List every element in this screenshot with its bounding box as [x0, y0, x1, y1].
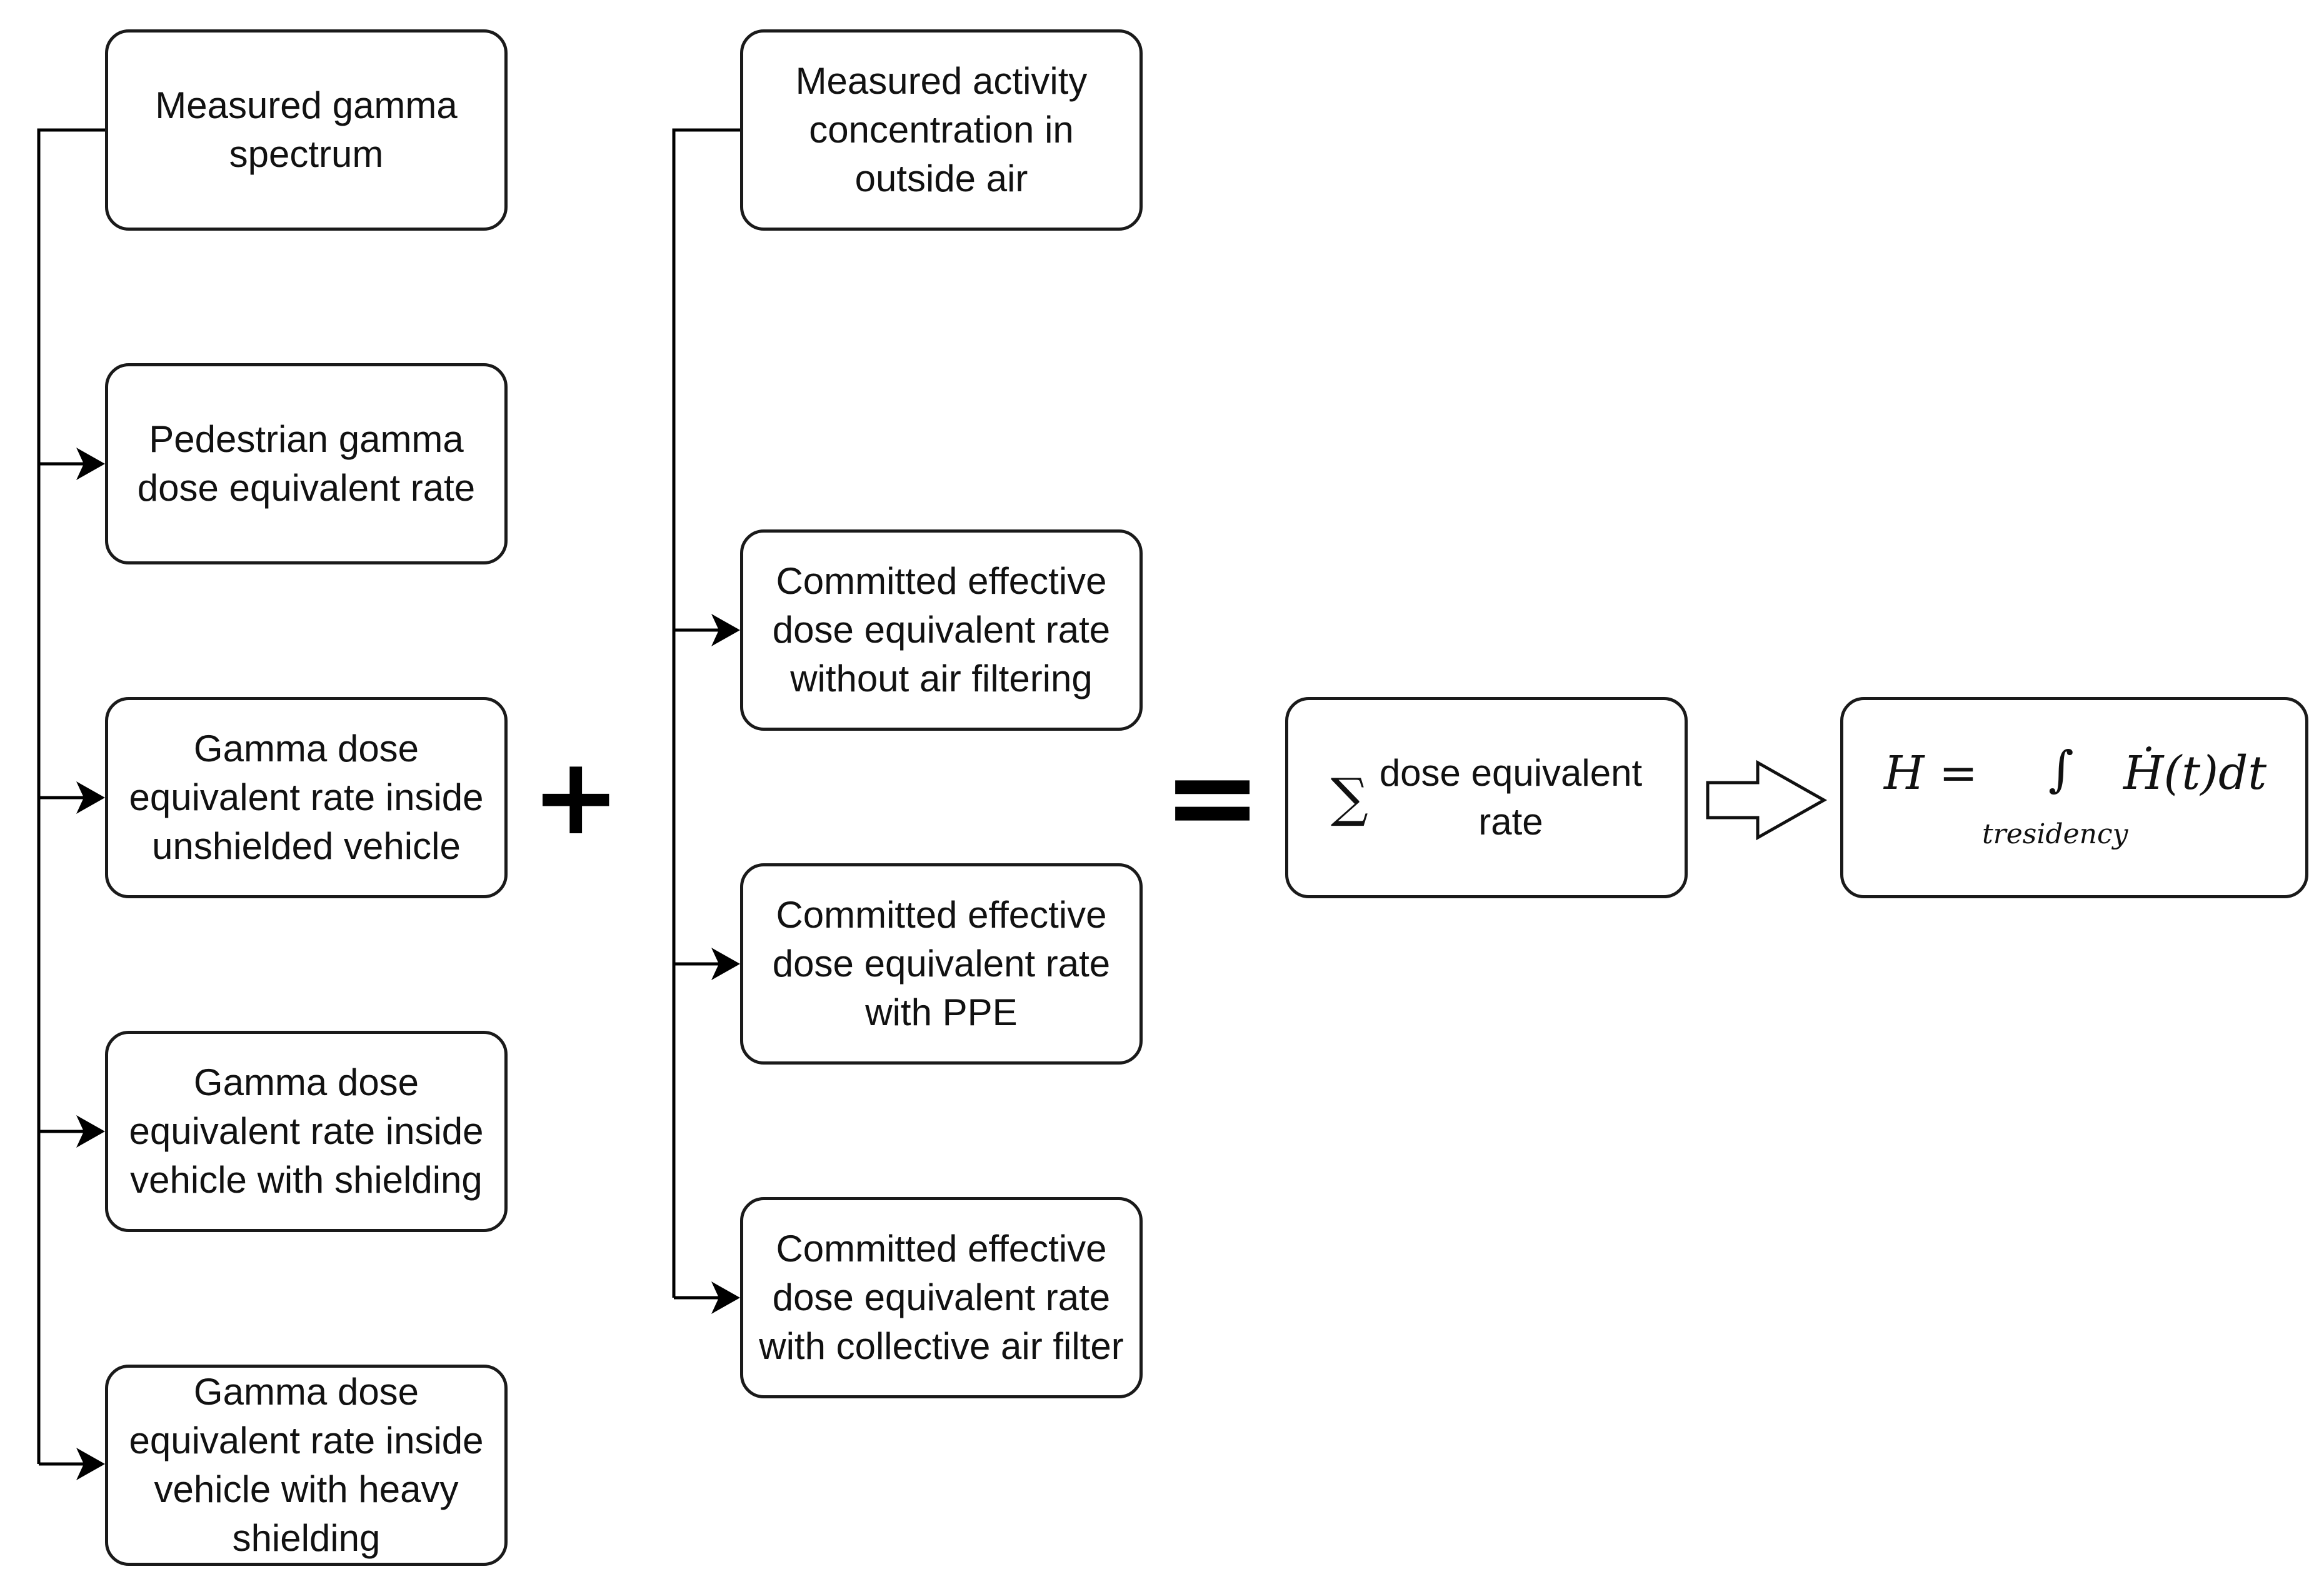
arrowhead-icon — [76, 1115, 105, 1148]
equals-sign: = — [1163, 728, 1263, 866]
box-label: Gamma dose equivalent rate inside unshie… — [129, 728, 484, 867]
block-arrow-icon — [1706, 759, 1828, 841]
box-label: Committed effective dose equivalent rate… — [772, 894, 1111, 1033]
left-trunk-line — [37, 128, 105, 1464]
box-label: Committed effective dose equivalent rate… — [772, 560, 1111, 699]
outside-air-activity-box: Measured activity concentration in outsi… — [740, 29, 1143, 231]
arrowhead-icon — [76, 1448, 105, 1480]
plus-sign: + — [531, 735, 621, 859]
measured-gamma-spectrum-box: Measured gamma spectrum — [105, 29, 508, 231]
middle-arrowheads — [711, 614, 740, 1314]
formula-lhs: H = — [1884, 746, 1978, 800]
sum-label: dose equivalent rate — [1379, 752, 1643, 843]
middle-trunk-line — [672, 128, 740, 1298]
arrowhead-icon — [711, 1281, 740, 1314]
arrowhead-icon — [711, 948, 740, 980]
dose-integral-box: H = ∫ tresidency Ḣ(t)dt — [1840, 697, 2308, 898]
ppe-committed-rate-box: Committed effective dose equivalent rate… — [740, 863, 1143, 1065]
box-label: Committed effective dose equivalent rate… — [759, 1228, 1124, 1367]
formula-integrand: Ḣ(t)dt — [2123, 746, 2267, 800]
left-connectors — [37, 128, 105, 1466]
sum-icon: ∑ — [1330, 767, 1368, 828]
formula-subscript: tresidency — [1982, 818, 2128, 850]
shielded-vehicle-rate-box: Gamma dose equivalent rate inside vehicl… — [105, 1031, 508, 1232]
no-filter-committed-rate-box: Committed effective dose equivalent rate… — [740, 529, 1143, 731]
arrowhead-icon — [711, 614, 740, 646]
heavy-shielding-vehicle-rate-box: Gamma dose equivalent rate inside vehicl… — [105, 1365, 508, 1566]
middle-connectors — [672, 128, 740, 1300]
box-label: Gamma dose equivalent rate inside vehicl… — [129, 1061, 484, 1201]
box-label: Measured gamma spectrum — [155, 84, 458, 175]
collective-filter-committed-rate-box: Committed effective dose equivalent rate… — [740, 1197, 1143, 1398]
left-arrowheads — [76, 448, 105, 1480]
arrowhead-icon — [76, 781, 105, 814]
pedestrian-gamma-rate-box: Pedestrian gamma dose equivalent rate — [105, 363, 508, 564]
integral-sign: ∫ — [2048, 741, 2074, 798]
box-label: Measured activity concentration in outsi… — [795, 60, 1088, 199]
box-label: Pedestrian gamma dose equivalent rate — [137, 418, 476, 509]
sum-dose-rate-box: ∑ dose equivalent rate — [1285, 697, 1688, 898]
arrowhead-icon — [76, 448, 105, 480]
unshielded-vehicle-rate-box: Gamma dose equivalent rate inside unshie… — [105, 697, 508, 898]
box-label: Gamma dose equivalent rate inside vehicl… — [129, 1371, 484, 1559]
